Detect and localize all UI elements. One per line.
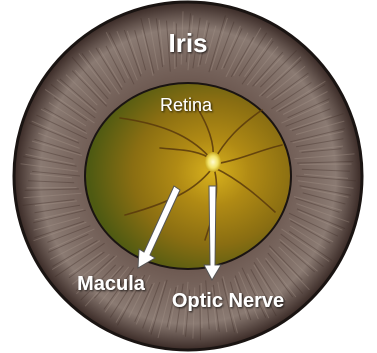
iris-fiber: [299, 164, 351, 165]
macula-label: Macula: [77, 273, 146, 295]
iris-label: Iris: [168, 28, 207, 58]
optic-disc: [205, 152, 221, 172]
optic-nerve-label: Optic Nerve: [172, 290, 284, 312]
retina-label: Retina: [160, 95, 213, 115]
